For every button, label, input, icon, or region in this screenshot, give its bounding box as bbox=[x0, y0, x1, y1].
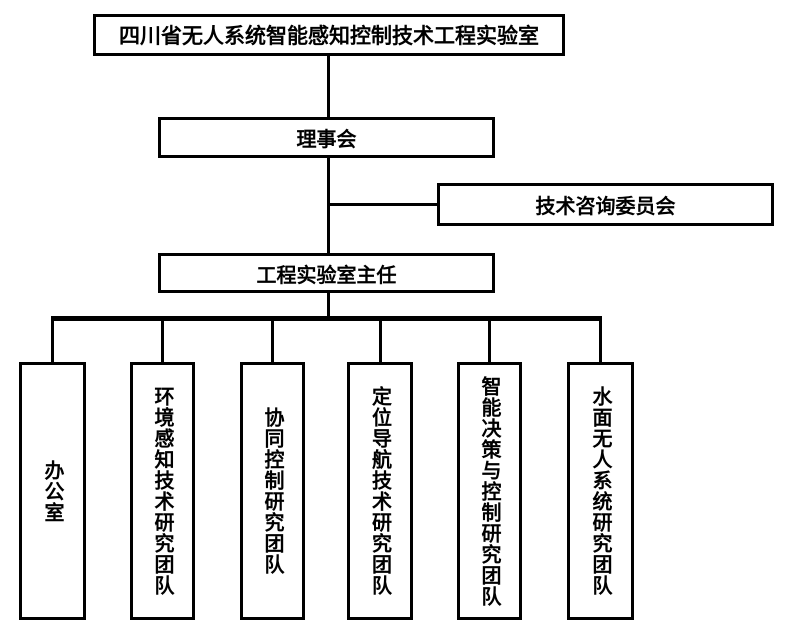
node-laboratory-root-label: 四川省无人系统智能感知控制技术工程实验室 bbox=[119, 24, 539, 48]
connector-drop-office bbox=[51, 321, 54, 362]
connector-branch-to-advisory bbox=[327, 203, 437, 206]
connector-director-to-bus bbox=[327, 293, 330, 318]
node-laboratory-root: 四川省无人系统智能感知控制技术工程实验室 bbox=[93, 14, 565, 56]
connector-drop-env-perception bbox=[161, 321, 164, 362]
connector-departments-bus bbox=[51, 316, 602, 321]
node-dept-cooperative-control-team: 协同控制研究团队 bbox=[240, 362, 305, 620]
connector-drop-intelligent-decision bbox=[488, 321, 491, 362]
node-board-label: 理事会 bbox=[296, 127, 357, 151]
node-dept-intelligent-decision-team-label: 智能决策与控制研究团队 bbox=[478, 375, 502, 607]
node-dept-office-label: 办公室 bbox=[41, 459, 65, 523]
node-dept-env-perception-team: 环境感知技术研究团队 bbox=[130, 362, 195, 620]
node-dept-cooperative-control-team-label: 协同控制研究团队 bbox=[261, 407, 285, 575]
node-dept-positioning-navigation-team-label: 定位导航技术研究团队 bbox=[368, 386, 393, 596]
connector-drop-positioning-navigation bbox=[379, 321, 382, 362]
node-dept-positioning-navigation-team: 定位导航技术研究团队 bbox=[347, 362, 413, 620]
node-dept-surface-unmanned-team-label: 水面无人系统研究团队 bbox=[589, 386, 613, 596]
node-lab-director: 工程实验室主任 bbox=[158, 253, 495, 293]
connector-drop-surface-unmanned bbox=[599, 321, 602, 362]
node-board: 理事会 bbox=[158, 117, 495, 158]
node-dept-surface-unmanned-team: 水面无人系统研究团队 bbox=[567, 362, 634, 620]
node-dept-env-perception-team-label: 环境感知技术研究团队 bbox=[151, 386, 175, 596]
node-advisory-committee: 技术咨询委员会 bbox=[437, 183, 774, 226]
node-lab-director-label: 工程实验室主任 bbox=[256, 262, 397, 287]
node-dept-intelligent-decision-team: 智能决策与控制研究团队 bbox=[457, 362, 522, 620]
connector-root-to-board bbox=[327, 56, 330, 117]
connector-drop-cooperative-control bbox=[271, 321, 274, 362]
node-advisory-committee-label: 技术咨询委员会 bbox=[535, 194, 676, 218]
node-dept-office: 办公室 bbox=[19, 362, 86, 620]
